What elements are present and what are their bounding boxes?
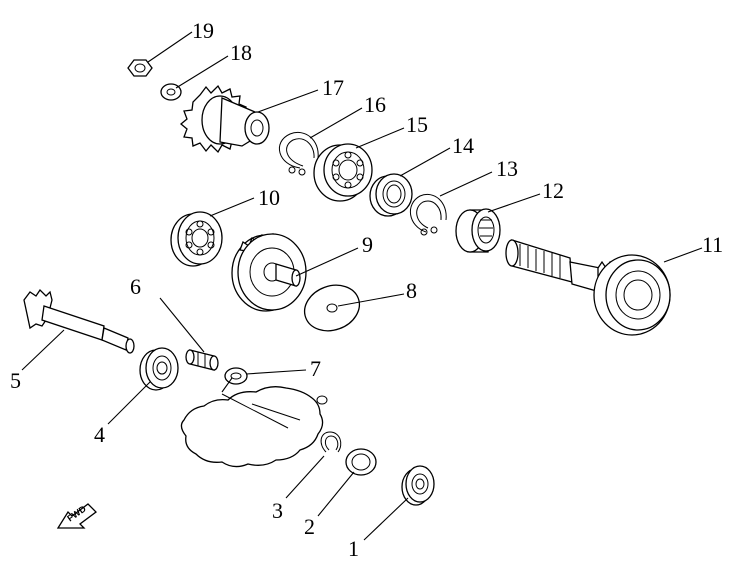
callout-2: 2	[304, 514, 315, 539]
part-15-bearing	[313, 143, 373, 202]
callout-8: 8	[406, 278, 417, 303]
callout-6: 6	[130, 274, 141, 299]
callout-12: 12	[542, 178, 564, 203]
callout-10: 10	[258, 185, 280, 210]
part-17-sprocket	[179, 84, 270, 154]
part-9-gear	[231, 232, 307, 312]
callouts: 19 18 17 16 15 14 13 12 11 10 9 8 6 7 5 …	[10, 18, 723, 561]
part-4-bearing	[139, 347, 179, 391]
part-11-gear-shaft	[505, 239, 671, 336]
fwd-arrow-icon: FWD	[56, 503, 97, 529]
part-3-circlip	[320, 431, 342, 453]
part-14-ring	[369, 173, 413, 217]
crankcase-housing	[180, 386, 328, 468]
callout-3: 3	[272, 498, 283, 523]
part-6-pin	[185, 349, 219, 371]
part-8-washer	[303, 284, 361, 332]
part-5-pinion-shaft	[23, 288, 135, 354]
part-10-bearing	[170, 211, 223, 267]
callout-7: 7	[310, 356, 321, 381]
part-12-needle-bearing	[455, 208, 501, 253]
callout-14: 14	[452, 133, 474, 158]
callout-5: 5	[10, 368, 21, 393]
callout-11: 11	[702, 232, 723, 257]
callout-15: 15	[406, 112, 428, 137]
callout-16: 16	[364, 92, 386, 117]
callout-19: 19	[192, 18, 214, 43]
callout-17: 17	[322, 75, 344, 100]
callout-9: 9	[362, 232, 373, 257]
part-19-nut	[127, 59, 153, 77]
part-13-circlip	[410, 194, 447, 236]
leader-lines	[21, 31, 703, 541]
callout-4: 4	[94, 422, 105, 447]
part-1-bearing	[401, 465, 435, 506]
part-7-washer	[224, 367, 248, 385]
callout-13: 13	[496, 156, 518, 181]
part-16-circlip	[279, 132, 319, 176]
callout-1: 1	[348, 536, 359, 561]
part-2-washer	[345, 448, 377, 476]
callout-18: 18	[230, 40, 252, 65]
